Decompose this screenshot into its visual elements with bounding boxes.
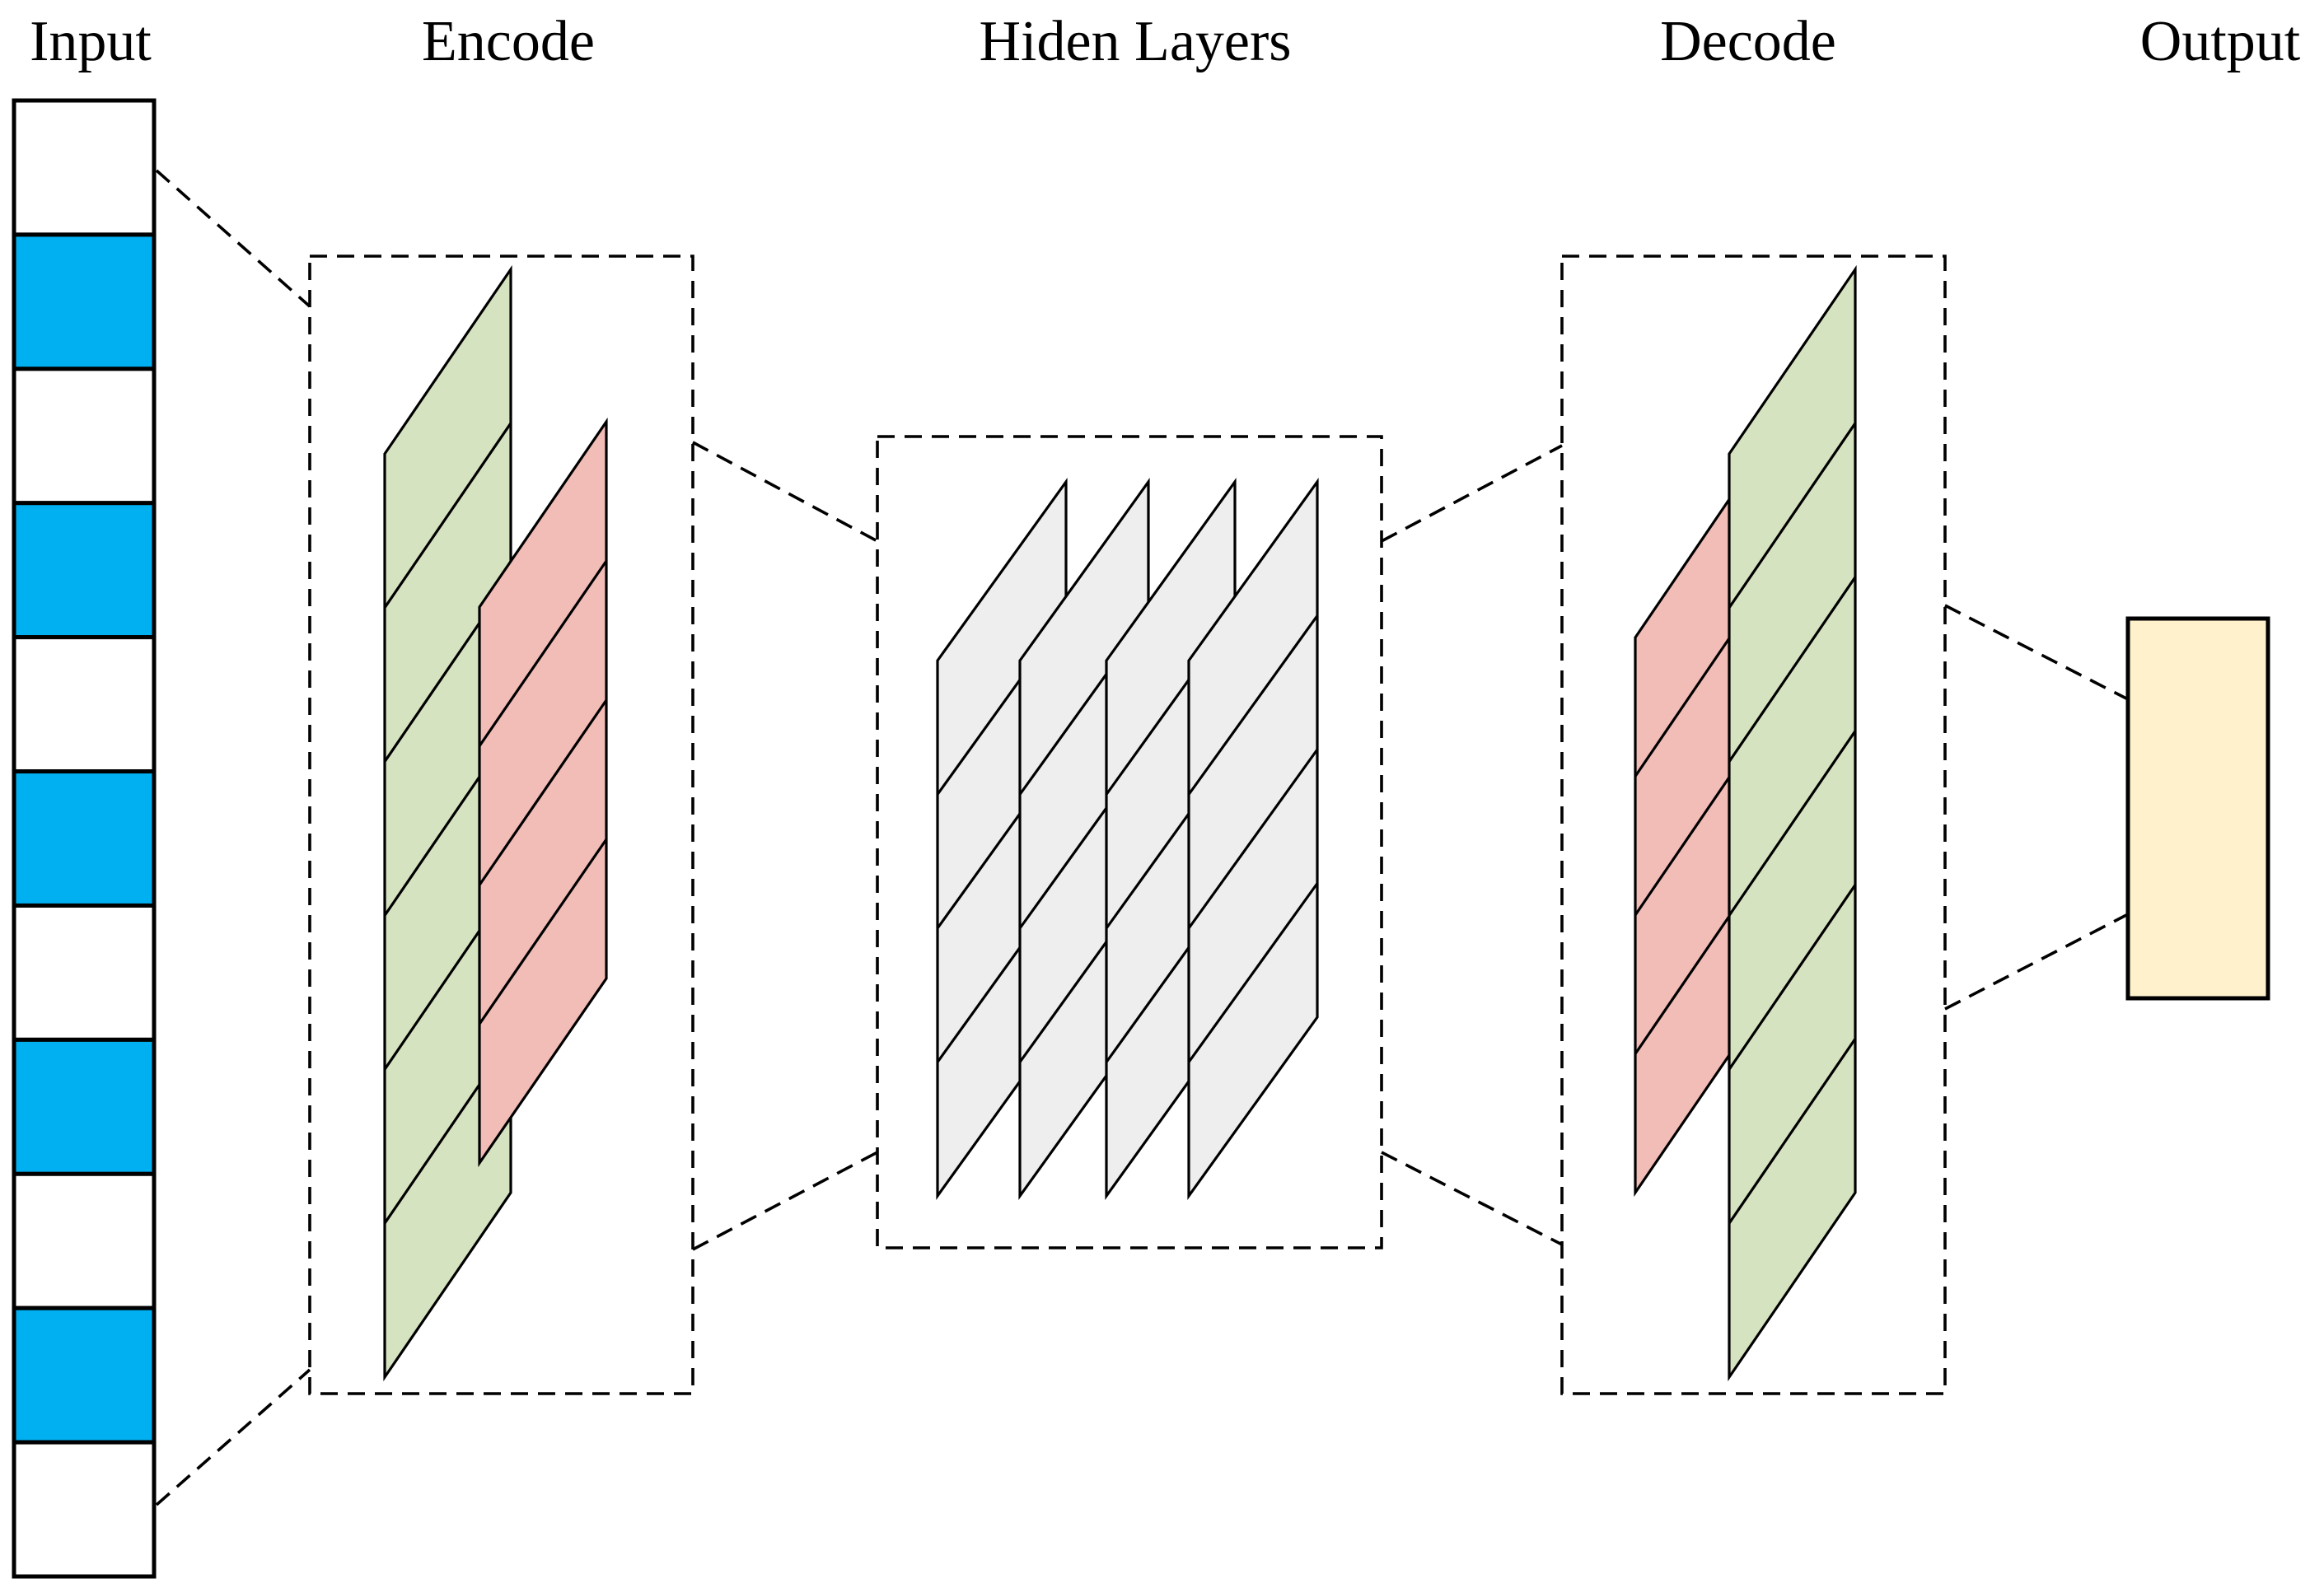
connector-decode-output-top (1944, 604, 2129, 701)
decode-layer-large-divider (1728, 576, 1857, 763)
connector-encode-hidden-top (692, 441, 878, 543)
input-cell (12, 1037, 157, 1176)
encode-layer-small-divider (478, 560, 608, 747)
encode-box (308, 255, 694, 1395)
output-label: Output (2140, 10, 2301, 73)
hidden-layers-box (876, 435, 1383, 1249)
input-cell (12, 1171, 157, 1310)
connector-encode-hidden-bottom (692, 1151, 878, 1251)
input-cell (12, 635, 157, 774)
encode-module (308, 255, 694, 1395)
encode-layer-small (478, 417, 608, 1168)
hidden-module (876, 435, 1383, 1249)
connector-hidden-decode-top (1381, 444, 1563, 543)
hidden-layer-divider (1187, 614, 1319, 796)
decode-layer-large (1728, 264, 1857, 1382)
input-cell (12, 1305, 157, 1445)
output-block (2125, 616, 2270, 1001)
hidden-layer-divider (1187, 749, 1319, 929)
input-label: Input (30, 10, 152, 73)
input-vector (12, 98, 157, 1579)
decode-layer-large-divider (1728, 422, 1857, 609)
hidden-layers-label: Hiden Layers (979, 10, 1291, 73)
input-cell (12, 367, 157, 506)
connector-decode-output-bottom (1944, 913, 2129, 1011)
decode-box (1560, 255, 1947, 1395)
encode-layers (383, 264, 608, 1382)
hidden-layers (936, 478, 1319, 1200)
connectors (155, 169, 2129, 1506)
decode-layer-large-divider (1728, 1038, 1857, 1225)
encode-label: Encode (422, 10, 595, 73)
input-cell (12, 501, 157, 640)
input-cell (12, 903, 157, 1042)
hidden-layer-divider (1187, 882, 1319, 1063)
encode-layer-small-divider (478, 838, 608, 1025)
decode-label: Decode (1660, 10, 1836, 73)
input-cell (12, 232, 157, 371)
hidden-layer (1187, 478, 1319, 1200)
decode-module (1560, 255, 1947, 1395)
connector-input-encode-top (155, 169, 311, 308)
decode-layer-large-divider (1728, 884, 1857, 1071)
input-cell (12, 98, 157, 237)
encode-layer-small-divider (478, 699, 608, 886)
input-cell (12, 1440, 157, 1579)
connector-input-encode-bottom (155, 1368, 311, 1506)
decode-layers (1634, 264, 1857, 1382)
encode-layer-large-divider (383, 422, 512, 609)
connector-hidden-decode-bottom (1381, 1151, 1563, 1246)
input-cell (12, 769, 157, 908)
decode-layer-large-divider (1728, 730, 1857, 917)
